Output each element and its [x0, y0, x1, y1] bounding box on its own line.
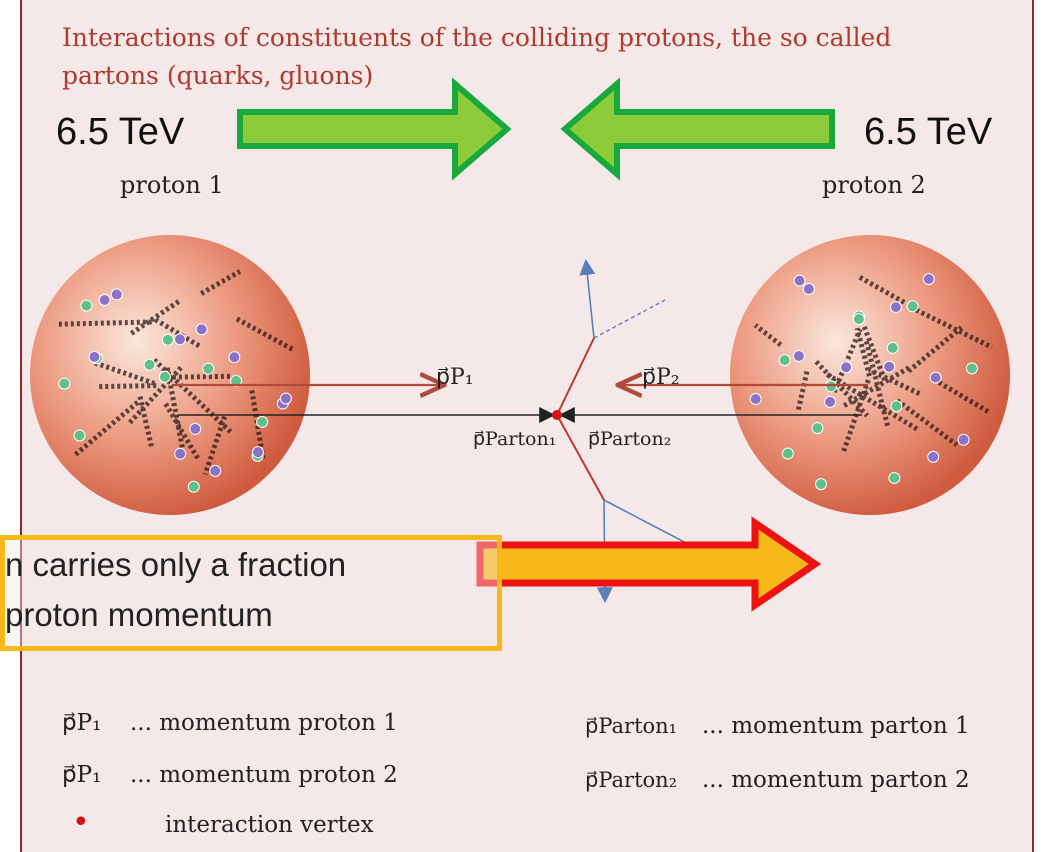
- quark-dot: [209, 464, 222, 477]
- fraction-arrow: [476, 516, 822, 612]
- gluon-dot: [825, 380, 838, 393]
- gluon-dot: [256, 416, 269, 429]
- quark-dot: [98, 294, 111, 307]
- gluon-coil: [55, 319, 152, 327]
- gluon-dot: [906, 300, 919, 313]
- quark-dot: [110, 288, 123, 301]
- green-arrow-left: [560, 77, 835, 181]
- quark-dot: [922, 273, 935, 286]
- gluon-dot: [143, 358, 156, 371]
- gluon-coil: [137, 396, 155, 449]
- quark-dot: [173, 333, 186, 346]
- legend-vertex-dot: •: [72, 805, 90, 840]
- fraction-callout: n carries only a fraction proton momentu…: [0, 535, 502, 651]
- energy-left: 6.5 TeV: [56, 111, 185, 153]
- quark-dot: [195, 323, 208, 336]
- gluon-coil: [831, 328, 863, 394]
- gluon-coil: [163, 402, 201, 461]
- gluon-coil: [840, 379, 871, 455]
- legend-symbol-p-parton2: p⃗Parton₂: [585, 768, 677, 792]
- gluon-dot: [781, 447, 794, 460]
- gluon-dot: [202, 362, 215, 375]
- gluon-dot: [778, 354, 791, 367]
- gluon-coil: [200, 269, 242, 296]
- legend-text-parton-2: ... momentum parton 2: [702, 767, 970, 793]
- quark-dot: [749, 393, 762, 406]
- quark-dot: [88, 350, 101, 363]
- header-line-2: partons (quarks, gluons): [62, 61, 373, 90]
- gluon-dot: [58, 377, 71, 390]
- gluon-coil: [202, 415, 227, 476]
- gluon-coil: [92, 359, 156, 386]
- gluon-coil: [166, 373, 233, 380]
- callout-line-1: n carries only a fraction: [5, 546, 347, 583]
- gluon-coil: [863, 340, 891, 428]
- gluon-dot: [187, 480, 200, 493]
- gluon-coil: [856, 273, 906, 305]
- quark-dot: [228, 351, 241, 364]
- quark-dot: [802, 283, 815, 296]
- gluon-coil: [72, 400, 140, 458]
- quark-dot: [174, 447, 187, 460]
- legend: p⃗P₁ ... momentum proton 1 p⃗P₁ ... mome…: [62, 710, 970, 840]
- gluon-coil: [854, 327, 872, 377]
- gluon-coil: [796, 368, 811, 411]
- interaction-vertex: [552, 410, 562, 420]
- gluon-coil: [840, 365, 911, 410]
- label-p-p2: p⃗P₂: [642, 365, 680, 390]
- legend-text-parton-1: ... momentum parton 1: [702, 713, 970, 739]
- gluon-dot: [888, 471, 901, 484]
- gluon-dot: [230, 374, 243, 387]
- quark-dot: [929, 371, 942, 384]
- proton-1-sphere: [30, 235, 310, 515]
- green-arrow-right: [237, 77, 512, 181]
- label-p-parton1: p⃗Parton₁: [473, 428, 556, 450]
- legend-symbol-p-p1: p⃗P₁: [62, 710, 101, 736]
- quark-dot: [889, 301, 902, 314]
- proton-2-label: proton 2: [822, 171, 926, 199]
- gluon-dot: [965, 362, 978, 375]
- quark-dot: [824, 395, 837, 408]
- legend-text-vertex: interaction vertex: [165, 812, 374, 838]
- gluon-dot: [158, 370, 171, 383]
- legend-symbol-p-parton1: p⃗Parton₁: [585, 714, 677, 738]
- label-p-p1: p⃗P₁: [436, 365, 474, 390]
- gluon-dot: [886, 341, 899, 354]
- quark-dot: [793, 274, 806, 287]
- gluon-coil: [814, 359, 870, 418]
- quark-dot: [251, 446, 264, 459]
- gluon-coil: [96, 383, 157, 390]
- gluon-dot: [161, 333, 174, 346]
- gluon-coil: [235, 316, 294, 352]
- gluon-dot: [890, 400, 903, 413]
- gluon-coil: [753, 323, 783, 347]
- gluon-coil: [937, 380, 991, 415]
- gluon-dot: [811, 422, 824, 435]
- gluon-coil: [154, 317, 202, 349]
- quark-dot: [883, 360, 896, 373]
- callout-line-2: proton momentum: [5, 596, 273, 633]
- gluon-dot: [815, 478, 828, 491]
- gluon-dot: [852, 313, 865, 326]
- energy-right: 6.5 TeV: [864, 111, 993, 153]
- legend-text-proton-2: ... momentum proton 2: [130, 762, 398, 788]
- gluon-coil: [130, 298, 182, 336]
- gluon-dot: [73, 429, 86, 442]
- legend-text-proton-1: ... momentum proton 1: [130, 710, 398, 736]
- proton-2-sphere: [730, 235, 1010, 515]
- gluon-coil: [895, 398, 959, 447]
- label-p-parton2: p⃗Parton₂: [588, 428, 671, 450]
- legend-symbol-p-p2: p⃗P₁: [62, 762, 101, 788]
- quark-dot: [840, 361, 853, 374]
- gluon-dot: [80, 299, 93, 312]
- proton-1-label: proton 1: [120, 171, 224, 199]
- quark-dot: [927, 450, 940, 463]
- header-line-1: Interactions of constituents of the coll…: [62, 23, 891, 52]
- quark-dot: [792, 350, 805, 363]
- quark-dot: [189, 422, 202, 435]
- quark-dot: [957, 433, 970, 446]
- quark-dot: [279, 392, 292, 405]
